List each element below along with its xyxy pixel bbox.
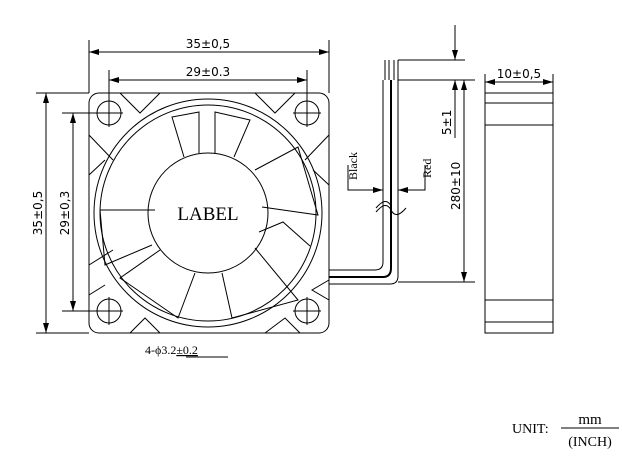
hole-spacing-height-dimension: 29±0,3 <box>58 191 72 235</box>
thickness-dimension: 10±0,5 <box>497 67 541 81</box>
hole-spec: 4-ϕ3.2±0.2 <box>145 343 198 357</box>
unit-prefix: UNIT: <box>512 422 549 437</box>
unit-inch: (INCH) <box>568 435 612 450</box>
strip-length-dimension: 5±1 <box>440 110 454 135</box>
front-dimensions: 35±0,5 29±0.3 35±0,5 29±0,3 4-ϕ3.2±0.2 <box>31 37 330 358</box>
unit-note: UNIT: mm (INCH) <box>512 412 619 450</box>
fan-side-view: 10±0,5 <box>484 67 554 334</box>
fan-label: LABEL <box>177 204 238 225</box>
lead-length-dimension: 280±10 <box>449 162 463 210</box>
height-dimension: 35±0,5 <box>31 191 45 235</box>
hole-spacing-width-dimension: 29±0.3 <box>186 65 230 79</box>
black-wire-label: Black <box>346 152 360 180</box>
fan-front-view: LABEL <box>88 92 330 334</box>
unit-mm: mm <box>578 412 602 428</box>
red-wire-label: Red <box>420 159 434 178</box>
lead-wires: Black Red 5±1 280±10 <box>329 25 475 285</box>
hub <box>147 152 269 274</box>
width-dimension: 35±0,5 <box>186 37 230 51</box>
